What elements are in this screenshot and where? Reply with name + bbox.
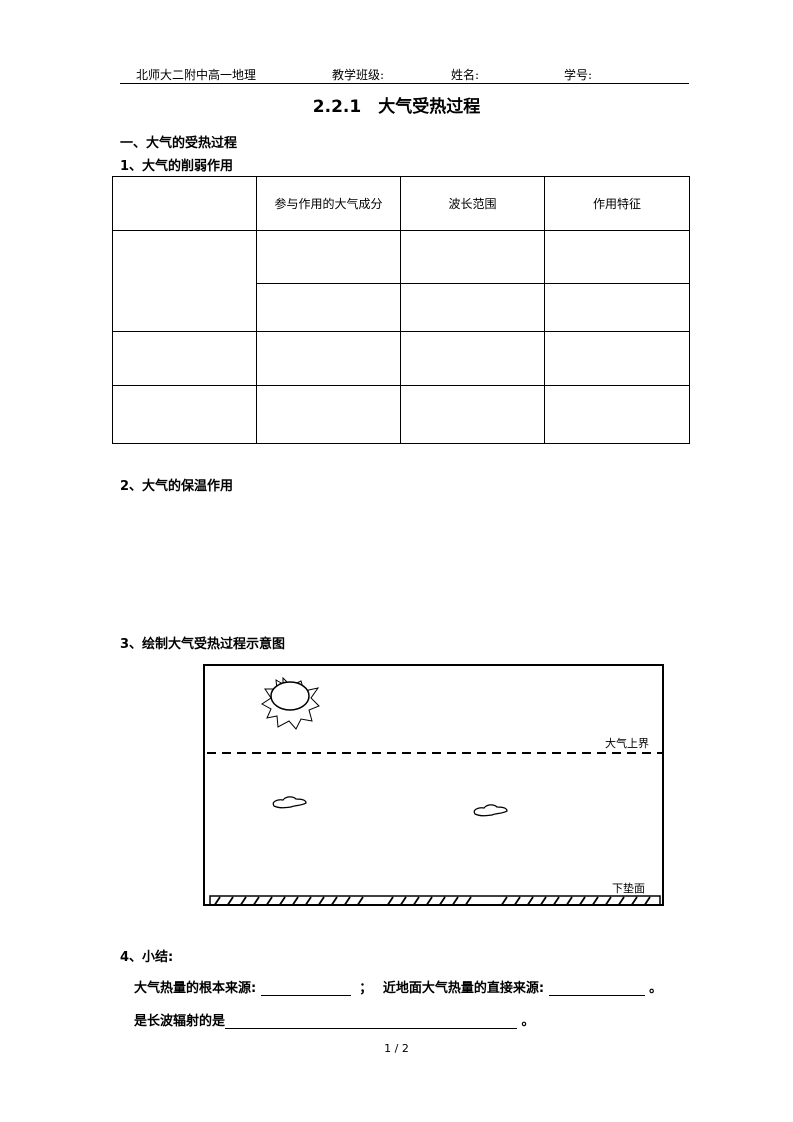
underlying-surface-label: 下垫面: [612, 882, 645, 895]
table-cell[interactable]: [256, 230, 401, 284]
cloud-icon: [272, 796, 307, 809]
ground-hatch: [209, 895, 661, 904]
separator: ；: [359, 981, 373, 996]
table-cell[interactable]: [400, 331, 545, 386]
longwave-radiation-blank[interactable]: [225, 1014, 518, 1029]
fundamental-source-blank[interactable]: [260, 981, 351, 996]
diagram-canvas: [207, 676, 662, 904]
longwave-radiation-label: 是长波辐射的是: [134, 1014, 226, 1029]
summary-line-2: 是长波辐射的是 。: [134, 1010, 535, 1029]
period: 。: [521, 1014, 535, 1029]
table-cell[interactable]: [544, 230, 690, 284]
table-row: [112, 385, 690, 444]
table-cell[interactable]: [400, 385, 545, 444]
table-row: [112, 230, 690, 332]
table-cell[interactable]: [112, 385, 257, 444]
fundamental-source-label: 大气热量的根本来源:: [134, 981, 257, 996]
table-cell[interactable]: [544, 331, 690, 386]
table-header-cell: [112, 176, 257, 231]
page-number: 1 / 2: [384, 1042, 409, 1055]
table-cell[interactable]: [112, 230, 257, 332]
table-header-cell: 作用特征: [544, 176, 690, 231]
school-name: 北师大二附中高一地理: [136, 68, 257, 82]
page-title: 2.2.1 大气受热过程: [312, 97, 481, 117]
student-id-label: 学号:: [564, 68, 593, 82]
section-heading: 一、大气的受热过程: [120, 136, 238, 151]
direct-source-blank[interactable]: [548, 981, 645, 996]
table-cell[interactable]: [544, 385, 690, 444]
table-cell[interactable]: [256, 283, 401, 332]
table-cell[interactable]: [112, 331, 257, 386]
class-label: 教学班级:: [332, 68, 385, 82]
table-header-row: 参与作用的大气成分 波长范围 作用特征: [112, 176, 690, 231]
atmosphere-top-label: 大气上界: [605, 737, 649, 750]
weakening-table: 参与作用的大气成分 波长范围 作用特征: [112, 176, 690, 444]
table-cell[interactable]: [256, 331, 401, 386]
summary-line-1: 大气热量的根本来源: ； 近地面大气热量的直接来源: 。: [134, 977, 662, 996]
name-label: 姓名:: [451, 68, 480, 82]
subsection-heading-2: 2、大气的保温作用: [120, 479, 234, 494]
table-cell[interactable]: [400, 283, 545, 332]
table-cell[interactable]: [544, 283, 690, 332]
table-header-cell: 参与作用的大气成分: [256, 176, 401, 231]
table-row: [112, 331, 690, 386]
table-cell[interactable]: [400, 230, 545, 284]
sun-icon: [261, 676, 320, 730]
table-header-cell: 波长范围: [400, 176, 545, 231]
period: 。: [649, 981, 663, 996]
direct-source-label: 近地面大气热量的直接来源:: [382, 981, 545, 996]
heating-process-diagram: 大气上界 下垫面: [203, 664, 664, 906]
cloud-icon: [473, 804, 508, 817]
page-header: 北师大二附中高一地理 教学班级: 姓名: 学号:: [120, 64, 689, 84]
subsection-heading-1: 1、大气的削弱作用: [120, 159, 234, 174]
subsection-heading-3: 3、绘制大气受热过程示意图: [120, 637, 286, 652]
table-cell[interactable]: [256, 385, 401, 444]
summary-heading: 4、小结:: [120, 950, 174, 965]
